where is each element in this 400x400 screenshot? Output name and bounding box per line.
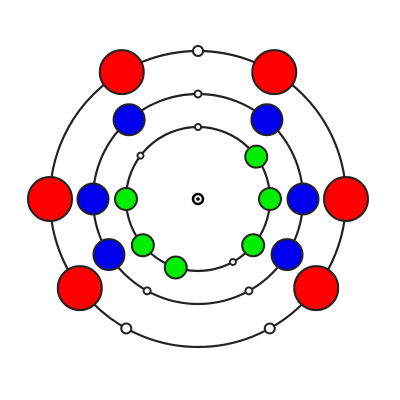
ring-outer-marker-1	[120, 322, 133, 335]
markers-layer	[120, 45, 276, 335]
ring-middle-ball-4	[92, 238, 126, 272]
ring-middle-ball-0	[112, 103, 146, 137]
ring-inner-ball-0	[244, 144, 269, 169]
ring-outer-marker-0	[192, 45, 204, 57]
balls-layer	[27, 49, 369, 312]
ring-inner-marker-2	[228, 257, 237, 266]
ring-inner-ball-1	[114, 187, 138, 211]
ring-middle-marker-2	[244, 286, 254, 296]
ring-outer-marker-2	[263, 322, 276, 335]
ring-inner-ball-3	[130, 233, 155, 258]
center-layer	[191, 192, 205, 206]
ring-outer-ball-0	[251, 49, 298, 96]
ring-middle-ball-1	[250, 103, 284, 137]
ring-middle-marker-0	[193, 89, 203, 99]
ring-outer-ball-4	[56, 265, 103, 312]
ring-middle-marker-1	[142, 286, 152, 296]
ring-middle-ball-3	[286, 182, 320, 216]
ring-inner-marker-0	[194, 123, 202, 131]
center-dot	[196, 197, 200, 201]
ring-inner-ball-5	[163, 255, 188, 280]
ring-inner-ball-2	[258, 187, 282, 211]
ring-outer-ball-5	[293, 265, 340, 312]
ring-inner-ball-4	[241, 233, 266, 258]
ring-outer-ball-3	[323, 176, 369, 222]
ring-outer-ball-1	[98, 49, 145, 96]
ring-outer-ball-2	[27, 176, 73, 222]
ring-middle-ball-2	[76, 182, 110, 216]
ring-inner-marker-1	[136, 151, 145, 160]
ring-middle-ball-5	[270, 238, 304, 272]
